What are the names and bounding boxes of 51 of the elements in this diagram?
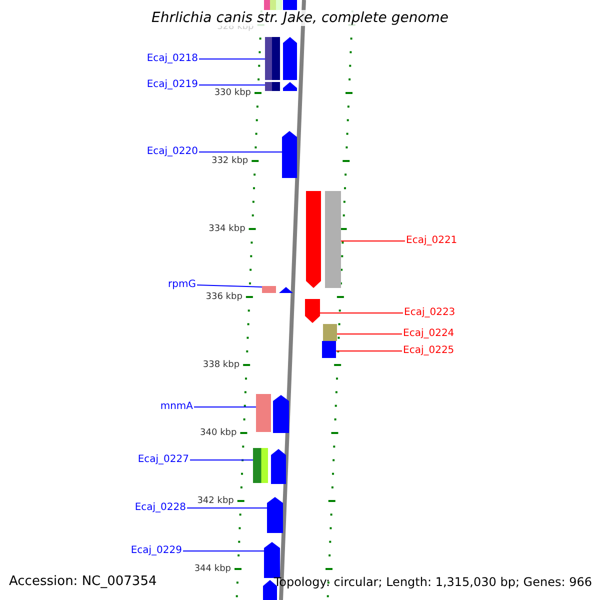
gene-block: [306, 191, 321, 288]
gene-label: Ecaj_0223: [404, 307, 456, 319]
scale-label: 342 kbp: [197, 495, 234, 507]
gene-block: [267, 497, 283, 533]
leader-line: [320, 312, 404, 314]
genome-summary-text: Topology: circular; Length: 1,315,030 bp; Genes: 966: [274, 575, 592, 590]
scale-label: 332 kbp: [211, 155, 248, 167]
gene-bar: [325, 191, 341, 288]
gene-block: [283, 82, 297, 91]
gene-label: Ecaj_0228: [134, 502, 186, 514]
gene-label: Ecaj_0229: [130, 545, 182, 557]
gene-bar: [323, 324, 337, 341]
gene-block: [273, 395, 289, 433]
scale-label: 344 kbp: [194, 563, 232, 575]
gene-label: Ecaj_0219: [146, 79, 198, 91]
leader-line: [198, 84, 266, 86]
gene-bar: [253, 448, 268, 483]
leader-line: [340, 240, 406, 242]
gene-label: Ecaj_0224: [403, 328, 454, 340]
gene-bar: [265, 82, 280, 91]
gene-bar: [265, 37, 280, 80]
gene-bar: [322, 341, 336, 358]
leader-line: [194, 406, 256, 408]
gene-block: [271, 449, 286, 484]
gene-block: [283, 37, 297, 80]
scale-label: 330 kbp: [214, 87, 251, 99]
gene-bar: [264, 0, 282, 10]
gene-bar: [283, 0, 297, 10]
accession-text: Accession: NC_007354: [9, 574, 157, 589]
gene-label: rpmG: [168, 279, 196, 291]
scale-label: 338 kbp: [202, 359, 240, 371]
gene-block: [279, 287, 293, 293]
gene-block: [264, 542, 280, 578]
gene-bar: [256, 394, 271, 432]
leader-line: [182, 550, 264, 552]
gene-label: Ecaj_0220: [146, 146, 198, 158]
scale-label: 334 kbp: [208, 223, 246, 235]
gene-label: Ecaj_0218: [146, 53, 198, 65]
gene-bar: [262, 286, 276, 293]
scale-label: 336 kbp: [206, 291, 242, 303]
gene-label: Ecaj_0221: [406, 235, 458, 247]
gene-label: mnmA: [160, 401, 193, 413]
scale-label: 340 kbp: [200, 427, 237, 439]
gene-label: Ecaj_0227: [138, 454, 189, 466]
gene-block: [305, 299, 320, 323]
leader-line: [196, 284, 262, 288]
gene-label: Ecaj_0225: [403, 345, 454, 357]
gene-block: [282, 131, 297, 178]
scale-label: 328 kbp: [217, 22, 254, 33]
leader-line: [198, 58, 266, 60]
leader-line: [336, 350, 402, 352]
